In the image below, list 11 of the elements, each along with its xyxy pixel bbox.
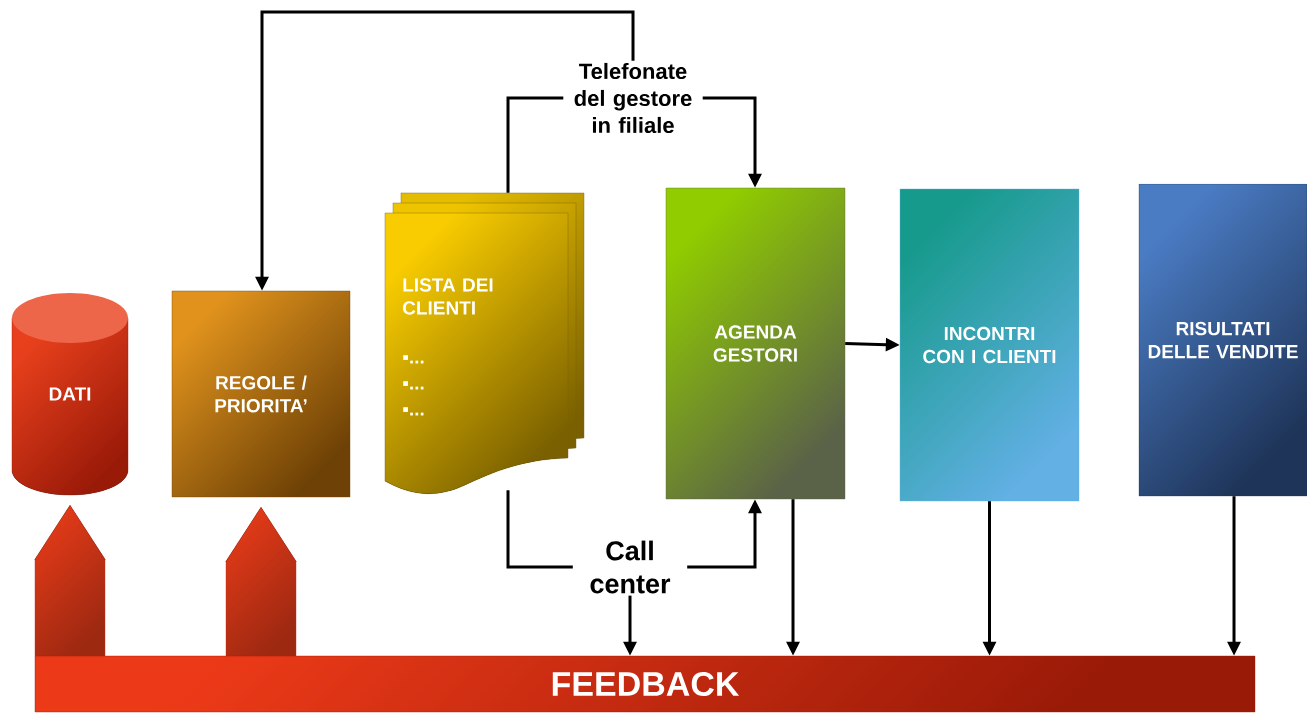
block-arrow (225, 507, 297, 656)
flow-label: Telefonate del gestore in filiale (574, 62, 692, 134)
process-box: FEEDBACK (34, 655, 1256, 713)
block-arrow (34, 505, 106, 656)
process-box: AGENDA GESTORI (665, 187, 846, 500)
document-stack: LISTA DEI CLIENTI ▪... ▪... ▪... (384, 192, 585, 494)
process-box: INCONTRI CON I CLIENTI (899, 188, 1080, 502)
flow-label: Call center (590, 540, 671, 594)
process-box: RISULTATI DELLE VENDITE (1138, 183, 1307, 497)
database-cylinder: DATI (11, 293, 129, 496)
process-box: REGOLE / PRIORITA’ (171, 290, 351, 498)
